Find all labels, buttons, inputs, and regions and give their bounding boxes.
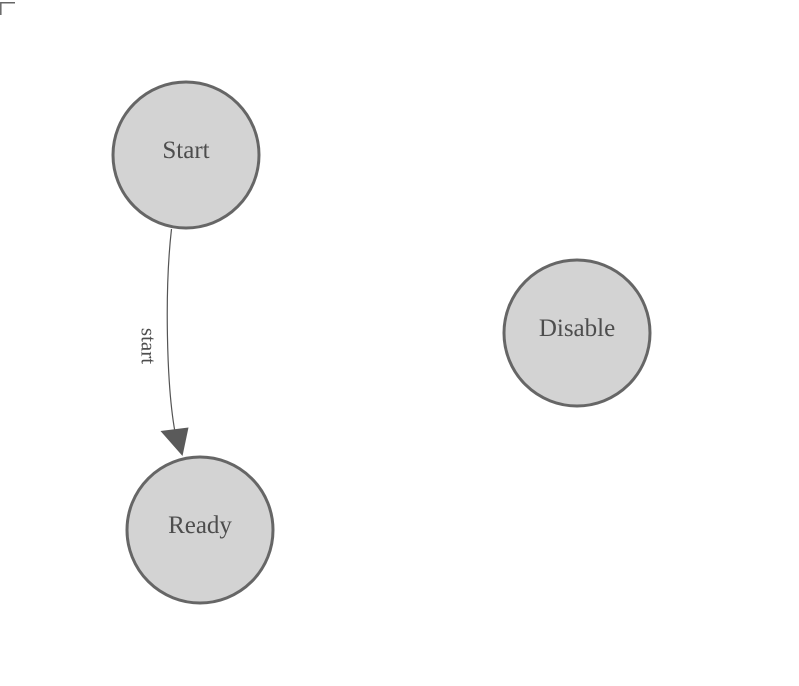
arrowhead-icon	[160, 427, 189, 456]
state-circle-start[interactable]	[111, 80, 261, 230]
state-node-disable[interactable]: Disable	[502, 258, 652, 408]
transition-edge-start-ready[interactable]: start	[137, 228, 189, 456]
origin-corner-mark	[0, 2, 15, 15]
state-circle-disable[interactable]	[502, 258, 652, 408]
edge-label: start	[137, 328, 161, 364]
edge-path[interactable]	[166, 228, 176, 433]
state-node-start[interactable]: Start	[111, 80, 261, 230]
state-node-ready[interactable]: Ready	[125, 455, 275, 605]
state-circle-ready[interactable]	[125, 455, 275, 605]
